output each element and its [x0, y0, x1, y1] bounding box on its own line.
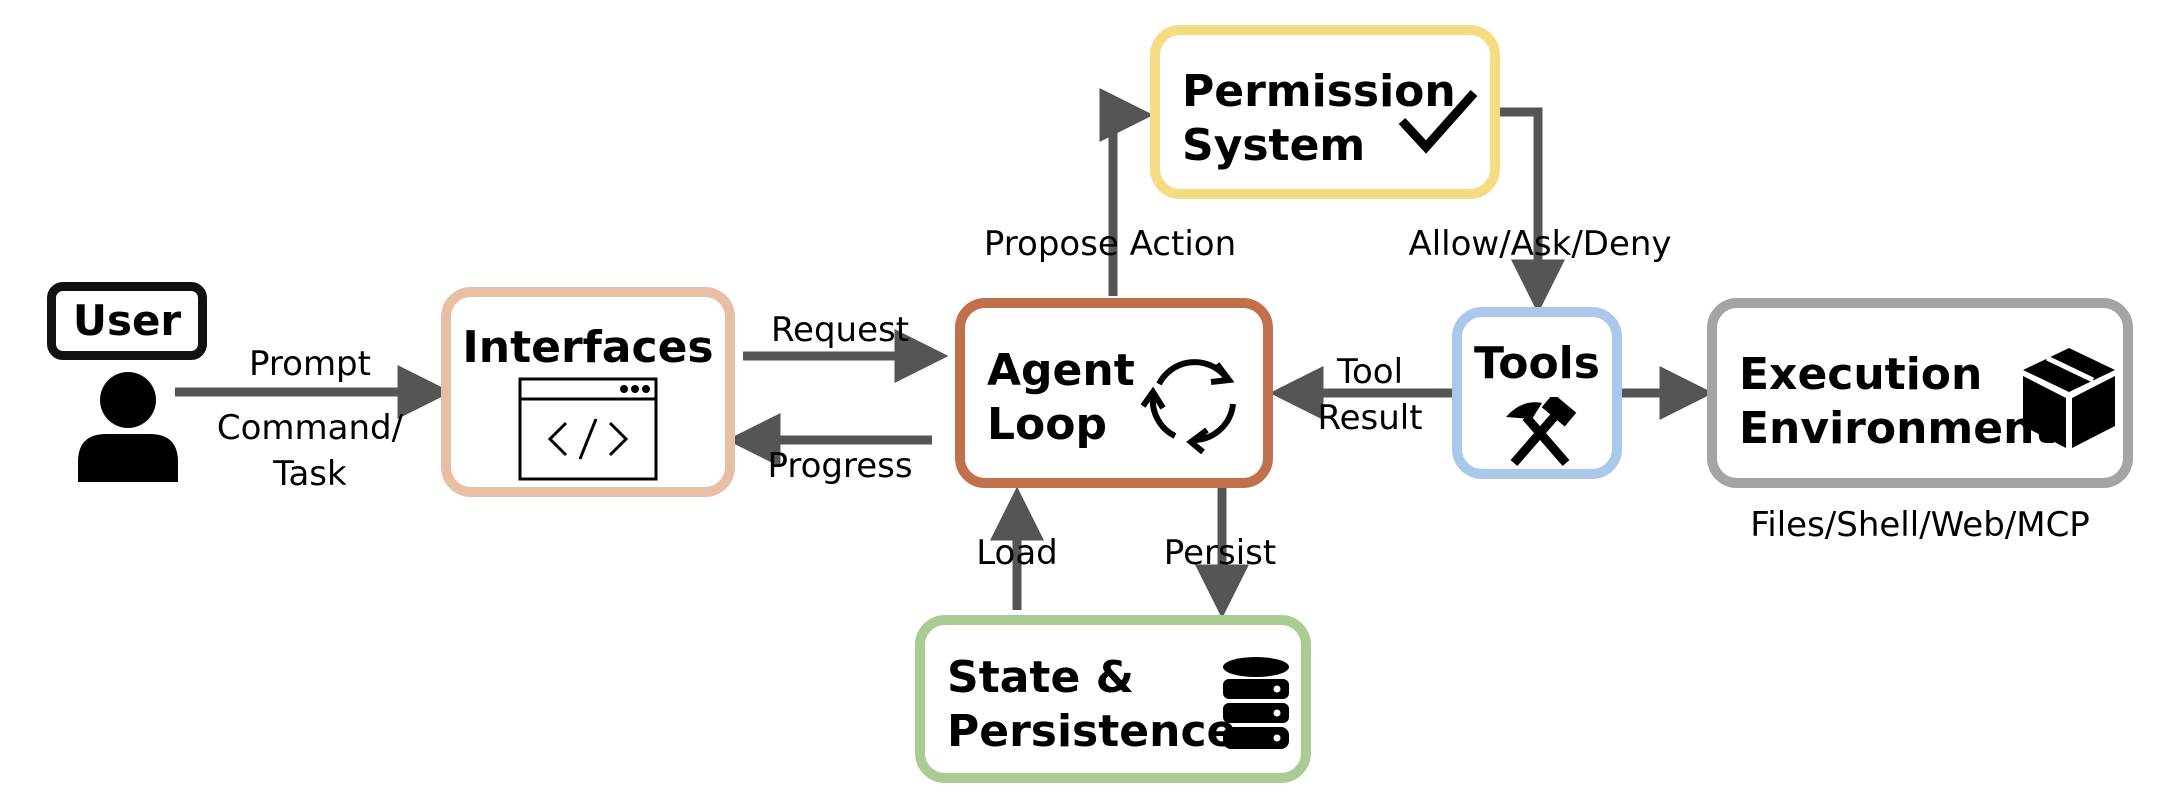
permission-system-box: Permission System: [1150, 25, 1500, 199]
code-window-icon: [518, 377, 658, 481]
execution-environment-box: Execution Environment: [1707, 298, 2133, 488]
label-command-line2: Task: [273, 454, 347, 494]
user-box: User: [47, 282, 207, 360]
permission-title-line2: System: [1182, 120, 1366, 171]
agent-loop-box: Agent Loop: [955, 298, 1273, 488]
execution-title-line2: Environment: [1739, 403, 2056, 454]
interfaces-box: Interfaces: [441, 287, 735, 497]
user-label: User: [72, 296, 182, 345]
hammer-pick-icon: [1506, 397, 1577, 466]
label-command-line1: Command/: [216, 408, 404, 448]
agent-loop-title-line1: Agent: [987, 345, 1135, 396]
label-allow-ask-deny: Allow/Ask/Deny: [1408, 224, 1672, 264]
state-title-line1: State &: [947, 652, 1134, 703]
state-persistence-box: State & Persistence: [915, 615, 1311, 783]
package-box-icon: [2023, 348, 2115, 448]
state-title-line2: Persistence: [947, 706, 1237, 757]
permission-title-line1: Permission: [1182, 66, 1456, 117]
label-persist: Persist: [1163, 533, 1277, 573]
checkmark-icon: [1398, 90, 1478, 154]
arrow-propose-action: [1099, 88, 1154, 296]
agent-loop-title-line2: Loop: [987, 399, 1107, 450]
tools-box: Tools: [1452, 307, 1622, 479]
execution-title-line1: Execution: [1739, 349, 1983, 400]
label-request: Request: [770, 310, 910, 350]
cycle-arrows-icon: [1140, 359, 1236, 454]
label-propose-action: Propose Action: [983, 224, 1237, 264]
label-tool-result-line1: Tool: [1336, 352, 1404, 392]
user-icon: [78, 372, 178, 482]
interfaces-title: Interfaces: [462, 322, 714, 373]
label-progress: Progress: [767, 446, 913, 486]
execution-caption: Files/Shell/Web/MCP: [1750, 505, 2090, 545]
tools-title: Tools: [1474, 338, 1600, 389]
database-icon: [1223, 657, 1289, 749]
label-load: Load: [976, 533, 1058, 573]
arrow-allow-ask-deny: [1498, 107, 1565, 314]
label-tool-result-line2: Result: [1317, 398, 1423, 438]
label-prompt: Prompt: [249, 344, 371, 384]
